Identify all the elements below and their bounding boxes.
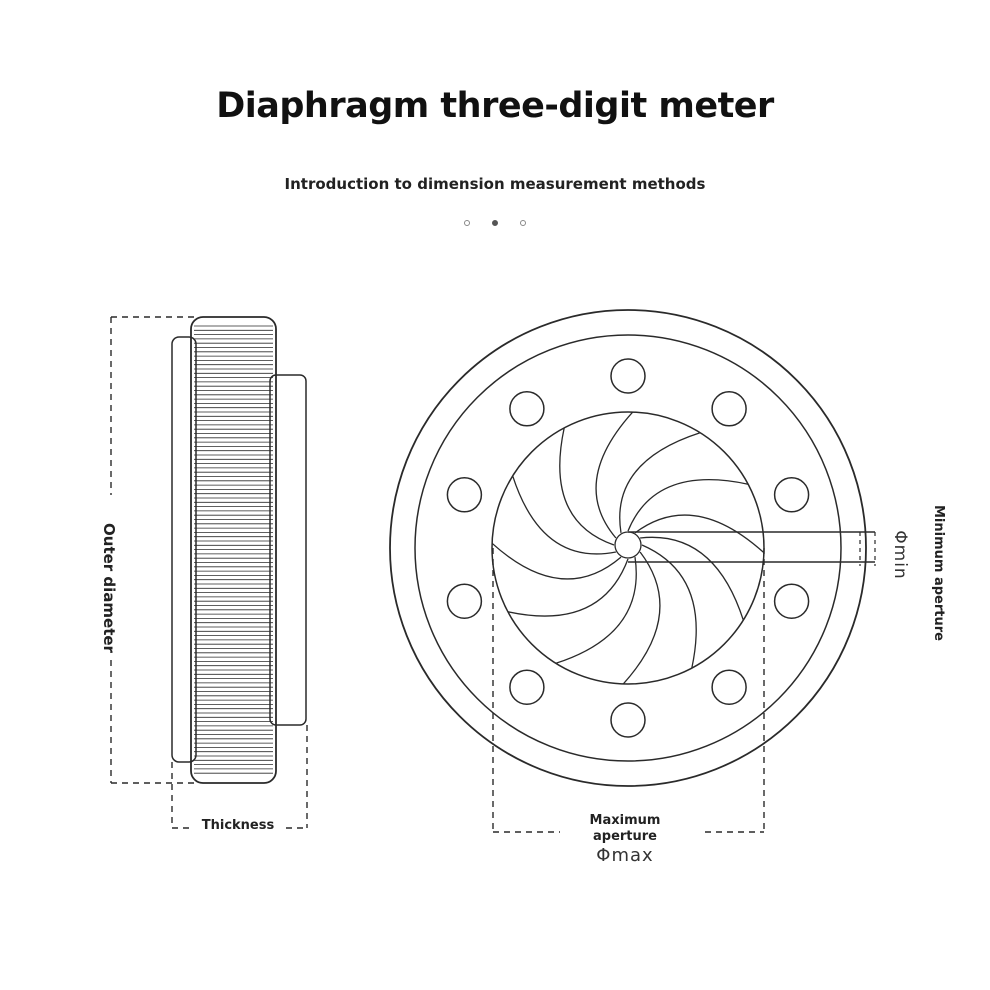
mounting-hole [711, 669, 747, 705]
mounting-hole [446, 583, 483, 619]
mounting-hole [446, 477, 483, 513]
minimum-aperture-label: Minimum aperture [931, 505, 946, 641]
max-symbol-label: Φmax [596, 845, 654, 866]
page-title: Diaphragm three-digit meter [216, 86, 774, 126]
side-back-plate [171, 336, 197, 763]
inner-rim [414, 334, 842, 762]
iris-blade [622, 551, 661, 685]
iris-blade [595, 411, 634, 539]
front-view [389, 309, 867, 787]
carousel-dot-1[interactable] [464, 220, 470, 226]
mounting-hole [773, 477, 810, 513]
carousel-dot-3[interactable] [520, 220, 526, 226]
iris-blade [507, 558, 629, 617]
iris-blades [491, 411, 765, 685]
page-subtitle: Introduction to dimension measurement me… [284, 175, 706, 193]
iris-blade [559, 427, 615, 546]
iris-blade [640, 536, 744, 621]
iris-blade [555, 557, 637, 664]
knurled-ring [194, 325, 273, 774]
iris-blade [627, 478, 749, 532]
outer-diameter-label: Outer diameter [100, 523, 118, 653]
min-aperture-dimension [628, 531, 876, 566]
carousel-dots [0, 220, 990, 226]
iris-blade [619, 432, 701, 534]
carousel-dot-2[interactable] [492, 220, 498, 226]
mounting-hole [773, 583, 810, 619]
iris-blade [491, 542, 622, 580]
mounting-hole [509, 669, 545, 705]
thickness-dimension [171, 725, 308, 829]
mounting-hole [509, 391, 545, 427]
outer-rim [389, 309, 867, 787]
knurled-ring-outline [190, 316, 277, 784]
mounting-holes [446, 358, 810, 738]
max-aperture-dimension [492, 548, 765, 833]
maximum-aperture-label: Maximum aperture [589, 813, 661, 844]
mounting-hole [711, 391, 747, 427]
thickness-label: Thickness [201, 818, 275, 833]
mounting-hole [610, 702, 646, 738]
side-front-plate [269, 374, 307, 726]
min-aperture-opening [614, 531, 642, 559]
mounting-hole [610, 358, 646, 394]
aperture-housing [491, 411, 765, 685]
min-symbol-label: Φmin [890, 530, 910, 580]
outer-diameter-dimension [110, 316, 196, 784]
iris-blade [634, 514, 765, 554]
iris-blade [641, 544, 697, 669]
iris-blade [512, 475, 617, 555]
side-view [171, 316, 307, 784]
